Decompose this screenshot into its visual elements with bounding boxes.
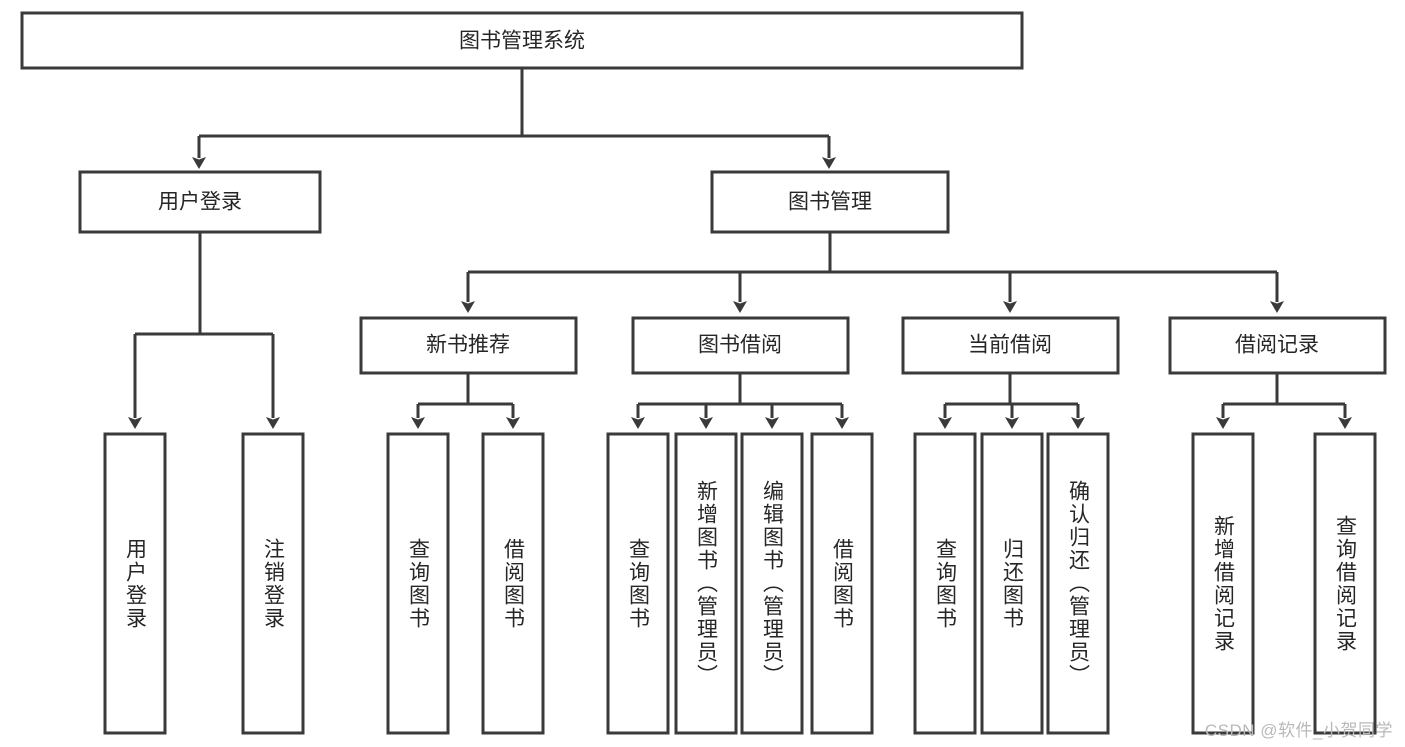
connector-root-to-level2 bbox=[192, 68, 836, 169]
leaf-box-borrow-record-0[interactable] bbox=[1191, 432, 1255, 735]
leaf-box-current-borrow-1[interactable] bbox=[980, 432, 1044, 735]
connector-borrow-record-to-leaves bbox=[1216, 373, 1352, 429]
leaf-box-current-borrow-2[interactable] bbox=[1046, 432, 1110, 735]
node-root-label: 图书管理系统 bbox=[459, 30, 585, 53]
leaf-box-book-borrow-0[interactable] bbox=[606, 432, 670, 735]
leaf-box-book-borrow-1[interactable] bbox=[674, 432, 738, 735]
connector-new-book-recommend-to-leaves bbox=[411, 373, 520, 429]
node-user-login[interactable]: 用户登录 bbox=[78, 170, 322, 234]
connector-book-management-to-level3 bbox=[461, 232, 1284, 313]
node-new-book-recommend-label: 新书推荐 bbox=[426, 334, 510, 357]
connector-current-borrow-to-leaves bbox=[938, 373, 1085, 429]
watermark-text: CSDN @软件_小贺同学 bbox=[1204, 721, 1393, 740]
node-borrow-record[interactable]: 借阅记录 bbox=[1168, 316, 1387, 375]
leaf-box-user-login-0[interactable] bbox=[103, 432, 167, 735]
node-book-borrow[interactable]: 图书借阅 bbox=[631, 316, 850, 375]
node-user-login-label: 用户登录 bbox=[158, 191, 242, 214]
connector-book-borrow-to-leaves bbox=[631, 373, 849, 429]
node-new-book-recommend[interactable]: 新书推荐 bbox=[359, 316, 578, 375]
node-current-borrow-label: 当前借阅 bbox=[968, 334, 1052, 357]
leaf-box-book-borrow-2[interactable] bbox=[740, 432, 804, 735]
node-book-management[interactable]: 图书管理 bbox=[710, 170, 950, 234]
leaf-box-new-book-recommend-1[interactable] bbox=[481, 432, 545, 735]
node-book-borrow-label: 图书借阅 bbox=[698, 334, 782, 357]
node-new-book-recommend-box[interactable] bbox=[359, 316, 578, 375]
node-borrow-record-label: 借阅记录 bbox=[1235, 334, 1319, 357]
node-current-borrow[interactable]: 当前借阅 bbox=[901, 316, 1120, 375]
node-current-borrow-box[interactable] bbox=[901, 316, 1120, 375]
connector-user-login-to-leaves bbox=[128, 232, 280, 429]
node-root-box[interactable] bbox=[20, 11, 1024, 70]
leaf-box-new-book-recommend-0[interactable] bbox=[386, 432, 450, 735]
leaf-box-book-borrow-3[interactable] bbox=[810, 432, 874, 735]
leaf-box-borrow-record-1[interactable] bbox=[1313, 432, 1377, 735]
node-book-management-label: 图书管理 bbox=[788, 191, 872, 214]
node-user-login-box[interactable] bbox=[78, 170, 322, 234]
leaf-box-user-login-1[interactable] bbox=[241, 432, 305, 735]
leaf-box-current-borrow-0[interactable] bbox=[913, 432, 977, 735]
node-root[interactable]: 图书管理系统 bbox=[20, 11, 1024, 70]
